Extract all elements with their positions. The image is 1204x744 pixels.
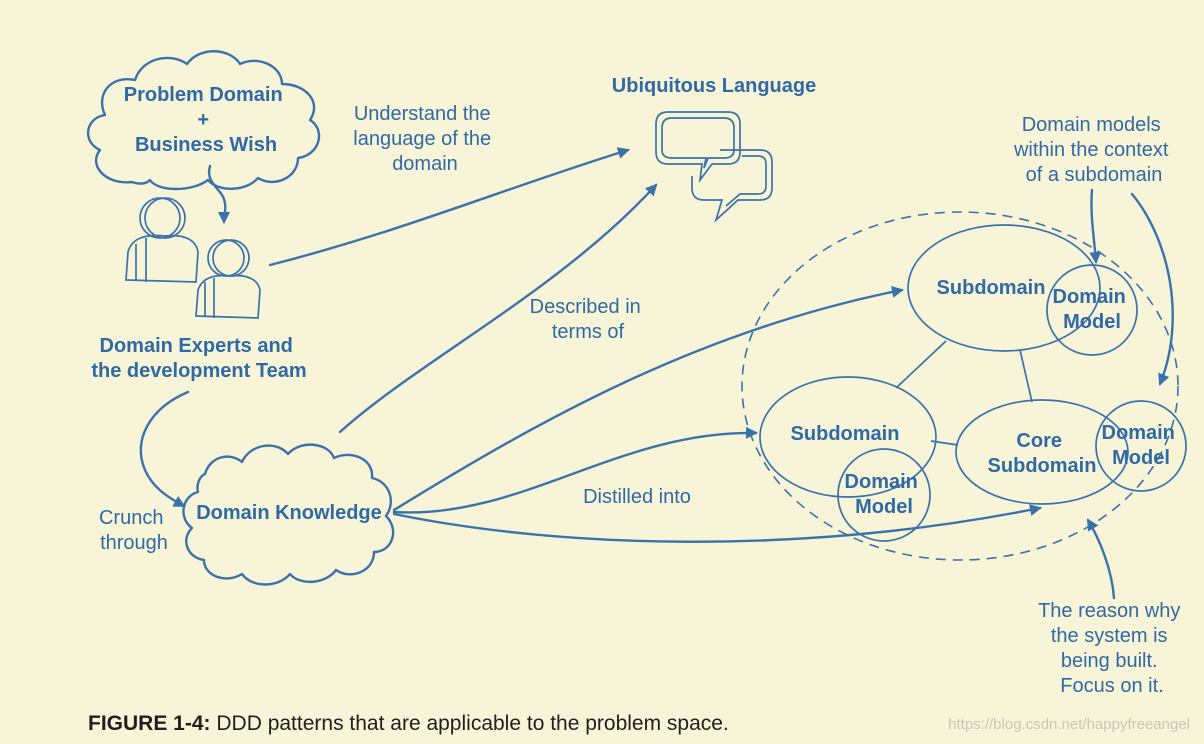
reason-line1: The reason why bbox=[1038, 600, 1180, 622]
knowledge-to-language-arrow-icon bbox=[338, 183, 658, 434]
core-subdomain-line1: Core bbox=[1016, 430, 1062, 452]
domain-model-top-label: Domain Model bbox=[1053, 286, 1132, 333]
experts-label: Domain Experts and the development Team bbox=[91, 335, 306, 382]
figure-caption-label: FIGURE 1-4: bbox=[88, 712, 211, 735]
reason-line2: the system is bbox=[1051, 625, 1168, 647]
subdomain-left-label: Subdomain bbox=[791, 423, 900, 445]
problem-domain-label: Problem Domain + Business Wish bbox=[124, 84, 288, 156]
crunch-line1: Crunch bbox=[99, 507, 163, 529]
domain-model-core-line2: Model bbox=[1112, 447, 1170, 469]
speech-bubbles-icon bbox=[655, 111, 773, 223]
distill-to-core-arrow-icon bbox=[392, 504, 1042, 543]
models-context-line3: of a subdomain bbox=[1026, 164, 1163, 186]
crunch-label: Crunch through bbox=[99, 507, 169, 554]
domain-model-left-label: Domain Model bbox=[845, 471, 924, 518]
context-to-model-arrow-icon bbox=[1089, 188, 1102, 264]
problem-domain-plus: + bbox=[197, 109, 209, 131]
subdomain-top-label: Subdomain bbox=[937, 277, 1046, 299]
understand-line2: language of the bbox=[353, 128, 491, 150]
distill-to-subdomain-left-arrow-icon bbox=[392, 426, 758, 514]
domain-model-top-shape bbox=[1046, 264, 1138, 356]
domain-model-top-line1: Domain bbox=[1053, 286, 1126, 308]
core-subdomain-label: Core Subdomain bbox=[988, 430, 1097, 477]
ubiquitous-language-title: Ubiquitous Language bbox=[612, 75, 816, 97]
models-context-label: Domain models within the context of a su… bbox=[1013, 114, 1174, 186]
distill-to-subdomain-top-arrow-icon bbox=[392, 286, 904, 512]
problem-domain-line1: Problem Domain bbox=[124, 84, 283, 106]
models-context-line1: Domain models bbox=[1022, 114, 1161, 136]
subdomain-left-shape bbox=[759, 376, 937, 498]
crunch-line2: through bbox=[100, 532, 168, 554]
problem-domain-line2: Business Wish bbox=[135, 134, 277, 156]
domain-model-core-line1: Domain bbox=[1102, 422, 1175, 444]
reason-label: The reason why the system is being built… bbox=[1038, 600, 1186, 697]
domain-model-left-shape bbox=[837, 448, 931, 542]
problem-space-boundary bbox=[741, 211, 1179, 561]
experts-line1: Domain Experts and bbox=[100, 335, 293, 357]
reason-arrow-icon bbox=[1086, 518, 1116, 600]
core-subdomain-line2: Subdomain bbox=[988, 455, 1097, 477]
domain-knowledge-cloud-icon bbox=[182, 443, 395, 586]
watermark-text: https://blog.csdn.net/happyfreeangel bbox=[948, 716, 1190, 733]
figure-caption: FIGURE 1-4: DDD patterns that are applic… bbox=[88, 712, 729, 736]
crunch-arrow-icon bbox=[139, 390, 190, 508]
models-context-line2: within the context bbox=[1013, 139, 1169, 161]
described-label: Described in terms of bbox=[530, 296, 647, 343]
domain-model-core-label: Domain Model bbox=[1102, 422, 1181, 469]
people-icon bbox=[125, 197, 261, 319]
described-line2: terms of bbox=[552, 321, 625, 343]
understand-line3: domain bbox=[392, 153, 458, 175]
reason-line4: Focus on it. bbox=[1060, 675, 1163, 697]
team-to-language-arrow-icon bbox=[268, 147, 630, 267]
understand-label: Understand the language of the domain bbox=[353, 103, 496, 175]
domain-knowledge-label: Domain Knowledge bbox=[196, 502, 382, 524]
domain-model-left-line1: Domain bbox=[845, 471, 918, 493]
understand-line1: Understand the bbox=[354, 103, 491, 125]
subdomain-top-shape bbox=[907, 224, 1101, 352]
cloud-to-people-arrow-icon bbox=[207, 164, 231, 224]
domain-model-core-shape bbox=[1095, 400, 1187, 492]
domain-model-top-line2: Model bbox=[1063, 311, 1121, 333]
domain-model-left-line2: Model bbox=[855, 496, 913, 518]
reason-line3: being built. bbox=[1061, 650, 1158, 672]
core-subdomain-shape bbox=[955, 399, 1129, 505]
described-line1: Described in bbox=[530, 296, 641, 318]
context-to-core-model-arrow-icon bbox=[1130, 192, 1174, 386]
experts-line2: the development Team bbox=[91, 360, 306, 382]
problem-domain-cloud-icon bbox=[86, 50, 321, 191]
distilled-label: Distilled into bbox=[583, 486, 691, 508]
figure-caption-text: DDD patterns that are applicable to the … bbox=[216, 712, 729, 735]
